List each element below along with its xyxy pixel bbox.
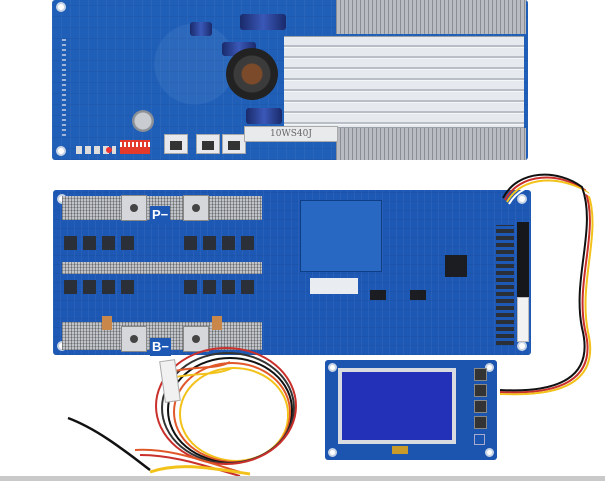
- pin-header: [62, 36, 66, 136]
- mosfet: [222, 236, 235, 250]
- qr-label: [310, 278, 358, 294]
- mount-hole: [517, 341, 527, 351]
- rj45-port: [164, 134, 188, 154]
- terminal-lug: [121, 326, 147, 352]
- mosfet: [102, 280, 115, 294]
- terminal-lug: [121, 195, 147, 221]
- display-button[interactable]: [474, 384, 487, 397]
- terminal-label-b: B−: [150, 338, 171, 356]
- mount-hole: [485, 363, 494, 372]
- metal-busbar-top: [336, 0, 526, 34]
- mount-hole: [56, 146, 66, 156]
- display-button[interactable]: [474, 416, 487, 429]
- floor-strip: [0, 476, 605, 481]
- shunt-resistor: [102, 316, 112, 330]
- display-cable: [499, 173, 597, 398]
- busbar-center: [62, 262, 262, 274]
- lcd-screen: [338, 368, 456, 444]
- mount-hole: [328, 448, 337, 457]
- rj45-port: [222, 134, 246, 154]
- mosfet: [203, 236, 216, 250]
- display-button[interactable]: [474, 400, 487, 413]
- mount-hole: [328, 363, 337, 372]
- flex-cable: [392, 446, 408, 454]
- mosfet: [121, 236, 134, 250]
- daughter-board: [300, 200, 382, 272]
- wire-harness: [67, 347, 297, 477]
- capacitor: [246, 108, 282, 124]
- terminal-lug: [183, 326, 209, 352]
- rj45-port: [196, 134, 220, 154]
- toroid-inductor: [226, 48, 278, 100]
- mosfet: [184, 280, 197, 294]
- mosfet: [64, 236, 77, 250]
- mosfet: [64, 280, 77, 294]
- balance-connector-black: [517, 222, 529, 297]
- terminal-label-p: P−: [150, 206, 171, 224]
- ic-chip: [370, 290, 386, 300]
- balance-connector-white: [517, 297, 529, 342]
- aluminum-heatsink: [284, 36, 524, 128]
- heatsink-label: 10WS40J: [244, 126, 338, 142]
- mosfet: [83, 280, 96, 294]
- display-button[interactable]: [474, 368, 487, 381]
- terminal-lug: [183, 195, 209, 221]
- mosfet: [222, 280, 235, 294]
- shunt-resistor: [212, 316, 222, 330]
- mosfet: [83, 236, 96, 250]
- coin-battery: [132, 110, 154, 132]
- led-row: [76, 146, 116, 154]
- capacitor: [190, 22, 212, 36]
- mount-hole: [485, 448, 494, 457]
- mosfet: [121, 280, 134, 294]
- dip-switch: [120, 140, 150, 154]
- mosfet: [241, 236, 254, 250]
- mount-hole: [56, 2, 66, 12]
- mount-hole: [517, 194, 527, 204]
- capacitor: [240, 14, 286, 30]
- resistor-array: [496, 225, 514, 345]
- display-reset-button[interactable]: [474, 434, 485, 445]
- microcontroller: [445, 255, 467, 277]
- mosfet: [203, 280, 216, 294]
- metal-busbar-bottom: [336, 128, 526, 160]
- red-led: [106, 147, 112, 153]
- mosfet: [241, 280, 254, 294]
- mosfet: [102, 236, 115, 250]
- mosfet: [184, 236, 197, 250]
- ic-chip: [410, 290, 426, 300]
